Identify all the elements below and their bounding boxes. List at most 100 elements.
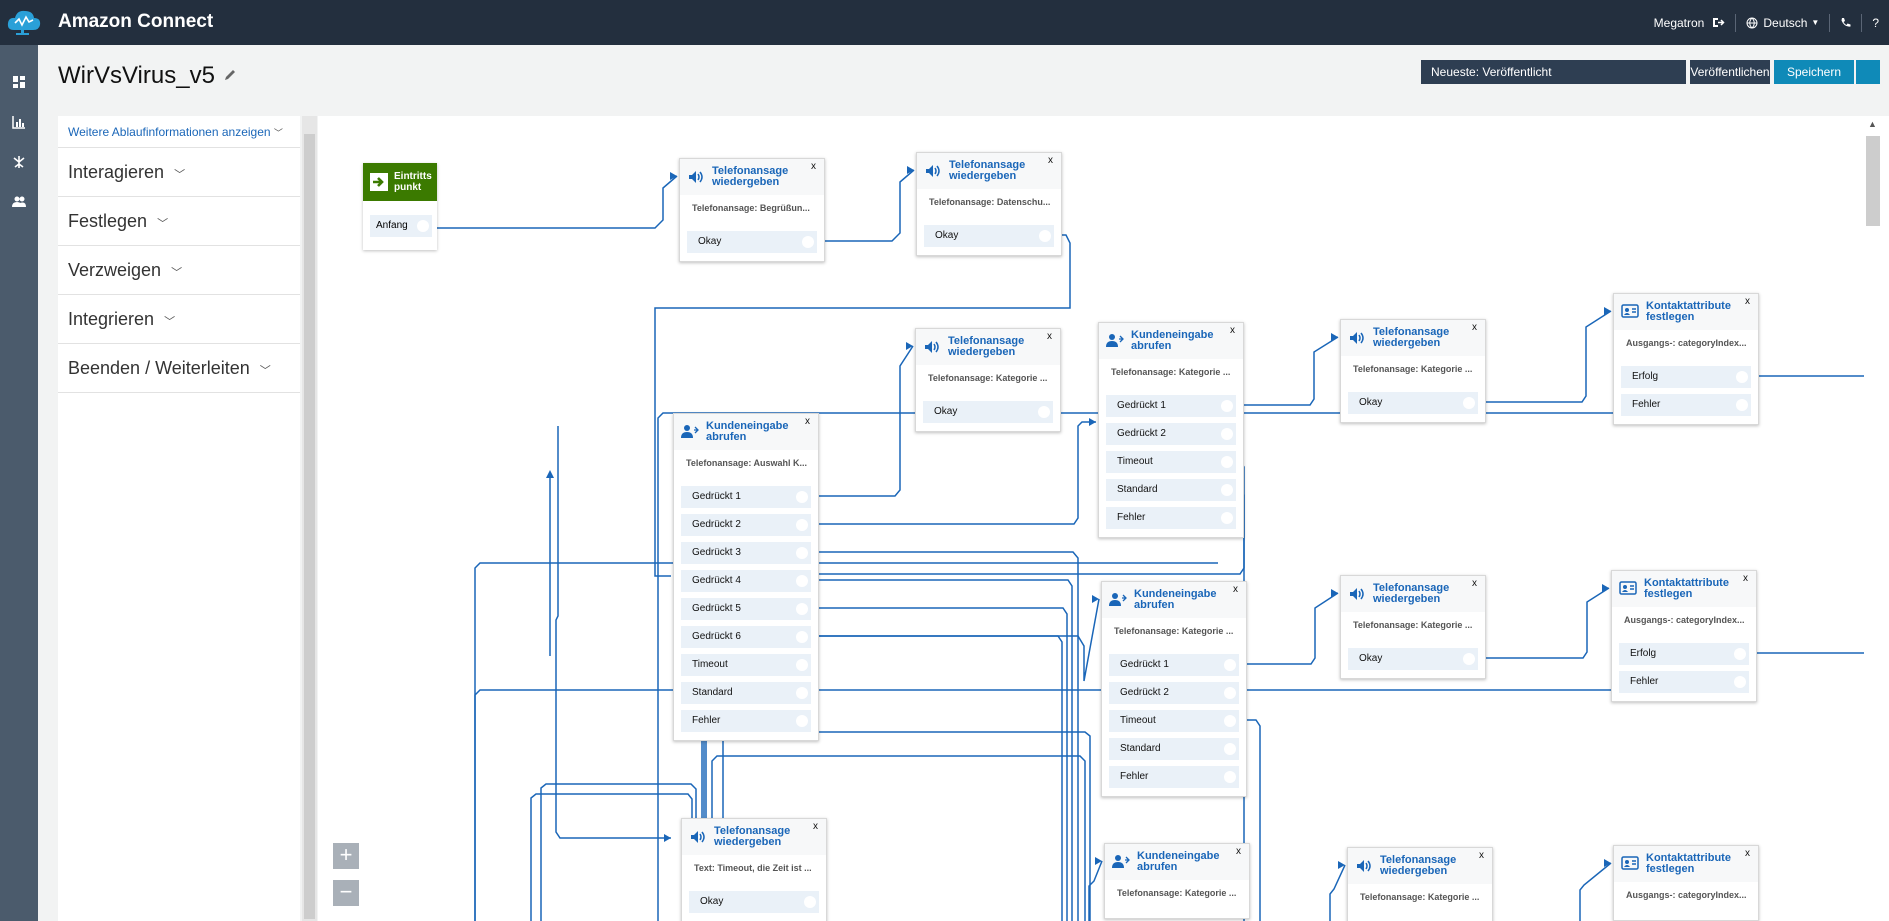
block-output-port[interactable]: Timeout [1106,451,1236,473]
port-connector[interactable] [1736,371,1748,383]
close-block-icon[interactable]: x [1230,325,1235,336]
close-block-icon[interactable]: x [1472,322,1477,333]
connection-wire[interactable] [813,345,914,497]
block-output-port[interactable]: Standard [1109,738,1239,760]
connection-wire[interactable] [555,426,671,839]
block-output-port[interactable]: Timeout [1109,710,1239,732]
port-connector[interactable] [796,715,808,727]
port-connector[interactable] [796,491,808,503]
port-connector[interactable] [796,519,808,531]
block-output-port[interactable]: Fehler [1621,394,1751,416]
block-output-port[interactable]: Gedrückt 2 [681,514,811,536]
block-output-port[interactable]: Erfolg [1619,643,1749,665]
port-connector[interactable] [1221,428,1233,440]
close-block-icon[interactable]: x [1479,850,1484,861]
connection-wire[interactable] [1238,336,1339,406]
scroll-up-icon[interactable]: ▲ [1868,119,1877,129]
port-connector[interactable] [802,236,814,248]
close-block-icon[interactable]: x [1233,584,1238,595]
port-connector[interactable] [796,547,808,559]
connection-wire[interactable] [813,607,1068,921]
connection-wire[interactable] [711,755,1086,921]
block-output-port[interactable]: Timeout [681,654,811,676]
port-connector[interactable] [796,575,808,587]
block-output-port[interactable]: Gedrückt 2 [1109,682,1239,704]
close-block-icon[interactable]: x [1048,155,1053,166]
port-connector[interactable] [1463,653,1475,665]
port-connector[interactable] [1221,484,1233,496]
palette-group-beenden-weiterleiten[interactable]: Beenden / Weiterleiten﹀ [58,344,300,393]
block-output-port[interactable]: Fehler [681,710,811,732]
palette-scrollbar[interactable] [302,116,317,921]
port-connector[interactable] [1221,512,1233,524]
zoom-in-button[interactable]: + [333,843,359,869]
close-block-icon[interactable]: x [1047,331,1052,342]
palette-group-interagieren[interactable]: Interagieren﹀ [58,148,300,197]
close-block-icon[interactable]: x [1236,846,1241,857]
port-connector[interactable] [1736,399,1748,411]
block-output-port[interactable]: Fehler [1106,507,1236,529]
connection-wire[interactable] [813,421,1096,525]
metrics-icon[interactable] [11,114,27,130]
zoom-out-button[interactable]: − [333,880,359,906]
connection-wire[interactable] [1480,587,1610,659]
block-output-port[interactable]: Standard [681,682,811,704]
connection-wire[interactable] [819,169,915,242]
block-output-port[interactable]: Okay [689,891,819,913]
block-output-port[interactable]: Standard [1106,479,1236,501]
connection-wire[interactable] [429,175,678,229]
language-selector[interactable]: Deutsch ▼ [1736,0,1829,45]
block-output-port[interactable]: Gedrückt 2 [1106,423,1236,445]
block-output-port[interactable]: Okay [687,231,817,253]
port-connector[interactable] [796,631,808,643]
connection-wire[interactable] [722,731,1091,921]
port-connector[interactable] [1224,659,1236,671]
phone-button[interactable] [1830,0,1861,45]
port-connector[interactable] [1221,400,1233,412]
port-connector[interactable] [1224,687,1236,699]
connection-wire[interactable] [654,234,1071,577]
connection-wire[interactable] [1480,310,1612,403]
port-connector[interactable] [1734,676,1746,688]
port-connector[interactable] [796,687,808,699]
user-menu[interactable]: Megatron [1644,0,1736,45]
entry-port[interactable]: Anfang [370,215,432,237]
logout-icon[interactable] [1712,17,1725,28]
block-output-port[interactable]: Okay [1348,648,1478,670]
connection-wire[interactable] [813,551,1079,921]
connection-wire[interactable] [1241,592,1339,665]
block-output-port[interactable]: Erfolg [1621,366,1751,388]
connection-wire[interactable] [1088,860,1103,921]
version-select[interactable]: Neueste: Veröffentlicht [1421,60,1686,84]
block-output-port[interactable]: Okay [1348,392,1478,414]
amazon-connect-logo-icon[interactable] [6,6,42,41]
block-output-port[interactable]: Fehler [1109,766,1239,788]
port-connector[interactable] [1224,715,1236,727]
palette-group-verzweigen[interactable]: Verzweigen﹀ [58,246,300,295]
close-block-icon[interactable]: x [1472,578,1477,589]
connection-wire[interactable] [1329,864,1346,921]
connection-wire[interactable] [1579,862,1612,921]
connection-wire[interactable] [813,598,1100,682]
more-flow-info-link[interactable]: Weitere Ablaufinformationen anzeigen ﹀ [58,116,300,148]
port-connector[interactable] [1463,397,1475,409]
block-output-port[interactable]: Okay [924,225,1054,247]
connection-wire[interactable] [813,635,1063,921]
port-connector[interactable] [1039,230,1051,242]
dashboard-icon[interactable] [11,74,27,90]
port-connector[interactable] [1224,743,1236,755]
